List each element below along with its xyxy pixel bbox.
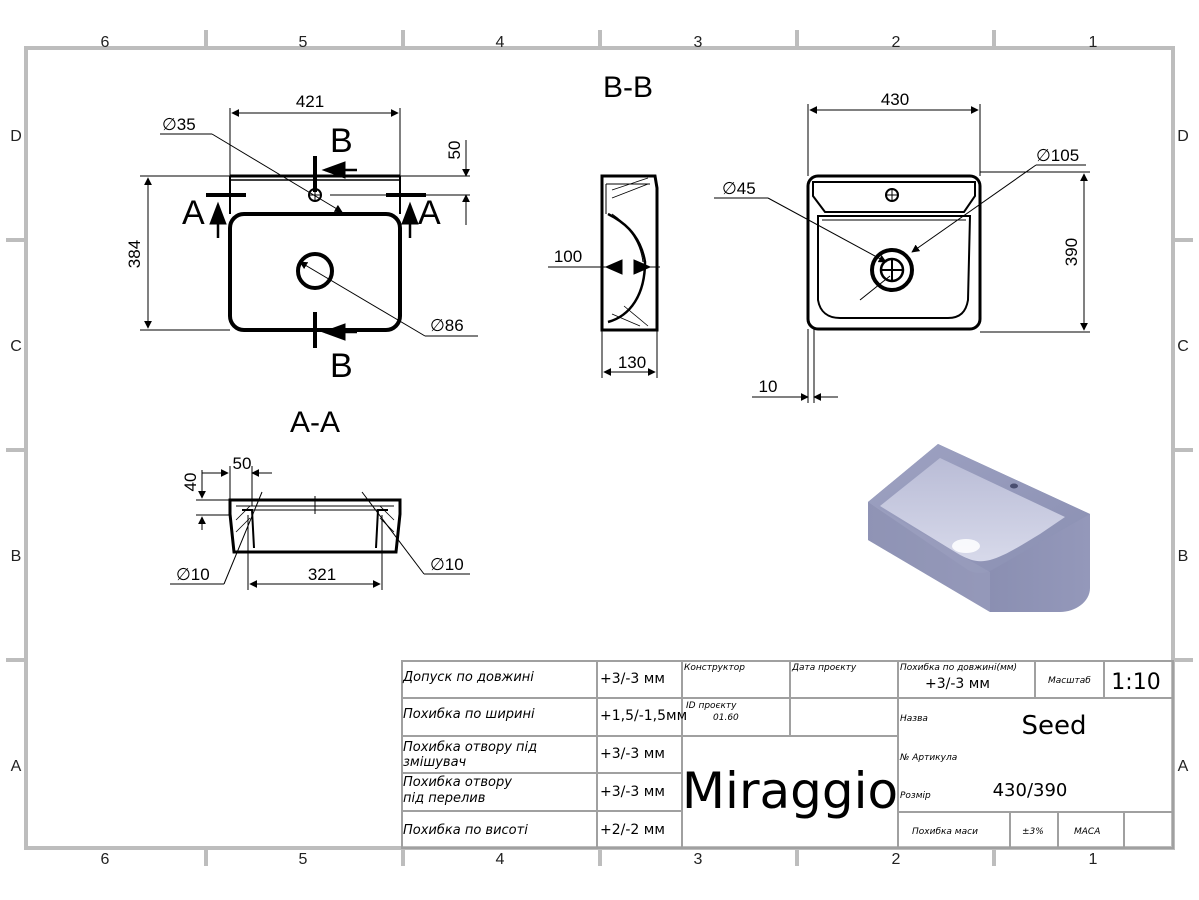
hole-105-label: ∅105 (1036, 146, 1079, 165)
dim-height-bb: 130 (618, 353, 646, 372)
hole-left-label: ∅10 (176, 565, 210, 584)
dim-width-front: 430 (881, 90, 909, 109)
zone-row-label: A (11, 758, 22, 775)
mass-tol-value: ±3% (1022, 827, 1044, 837)
tolerance-value: +2/-2 мм (600, 822, 665, 838)
tolerance-label: під перелив (403, 791, 485, 806)
length-tol-value: +3/-3 мм (925, 676, 990, 692)
zone-col-label: 2 (892, 851, 901, 868)
section-bb-title: B-B (603, 71, 653, 104)
tolerance-value: +3/-3 мм (600, 746, 665, 762)
project-id-label: ID проєкту (686, 701, 737, 711)
tolerance-label: Похибка по висоті (403, 823, 528, 838)
project-id-value: 01.60 (713, 713, 739, 723)
name-label: Назва (900, 714, 928, 724)
tolerance-value: +3/-3 мм (600, 784, 665, 800)
scale-value: 1:10 (1111, 670, 1160, 695)
dim-height-front: 390 (1062, 238, 1081, 266)
zone-row-label: B (11, 548, 22, 565)
tolerance-label: Похибка отвору під (403, 740, 537, 755)
zone-col-label: 4 (496, 851, 505, 868)
zone-row-label: B (1178, 548, 1189, 565)
front-view (714, 104, 1090, 403)
sheet-frame: 6 5 4 3 2 1 6 5 4 3 2 1 D C B A D C B A (6, 30, 1193, 868)
zone-col-label: 5 (299, 851, 308, 868)
zone-col-label: 1 (1089, 851, 1098, 868)
hole-right-label: ∅10 (430, 555, 464, 574)
zone-row-label: D (10, 128, 22, 145)
tolerance-label: змішувач (403, 755, 467, 770)
cut-label-a-left: A (182, 194, 205, 232)
zone-col-label: 5 (299, 34, 308, 51)
zone-col-label: 4 (496, 34, 505, 51)
tolerance-value: +1,5/-1,5мм (600, 708, 687, 724)
dim-height-top: 384 (125, 240, 144, 268)
drain-ring (870, 248, 914, 292)
product-name: Seed (1022, 711, 1087, 741)
zone-col-label: 2 (892, 34, 901, 51)
cut-label-b-bottom: B (330, 347, 353, 385)
size-label: Розмір (900, 791, 931, 801)
cut-label-a-right: A (418, 194, 441, 232)
basin-render (868, 444, 1090, 612)
date-label: Дата проєкту (791, 663, 857, 673)
cut-label-b-top: B (330, 122, 353, 160)
designer-label: Конструктор (684, 663, 745, 673)
dim-offset-top: 50 (445, 141, 464, 160)
hole-45-label: ∅45 (722, 179, 756, 198)
tolerance-label: Похибка по ширині (403, 707, 535, 722)
zone-row-label: C (1177, 338, 1189, 355)
dim-width-top: 421 (296, 92, 324, 111)
mass-label: МАСА (1074, 827, 1100, 837)
section-aa-title: A-A (290, 406, 340, 439)
dim-depth-bb: 100 (554, 247, 582, 266)
scale-label: Масштаб (1048, 676, 1091, 686)
dim-wall-front: 10 (759, 377, 778, 396)
zone-col-label: 6 (101, 34, 110, 51)
article-label: № Артикула (899, 753, 957, 763)
zone-row-label: A (1178, 758, 1189, 775)
zone-col-label: 1 (1089, 34, 1098, 51)
zone-col-label: 6 (101, 851, 110, 868)
dim-inner-aa: 321 (308, 565, 336, 584)
brand-name: Miraggio (682, 762, 898, 820)
length-tol-label: Похибка по довжині(мм) (900, 663, 1017, 673)
zone-col-label: 3 (694, 851, 703, 868)
hole-drain-label: ∅86 (430, 316, 464, 335)
drain-hole (296, 252, 334, 290)
mass-tol-label: Похибка маси (912, 827, 978, 837)
section-aa-view (170, 466, 470, 590)
zone-row-label: D (1177, 128, 1189, 145)
section-bb-view (548, 174, 660, 378)
dim-40-aa: 40 (181, 473, 200, 492)
tolerance-label: Допуск по довжині (402, 670, 534, 685)
hole-small-label: ∅35 (162, 115, 196, 134)
size-value: 430/390 (993, 780, 1068, 801)
zone-row-label: C (10, 338, 22, 355)
tolerance-value: +3/-3 мм (600, 671, 665, 687)
zone-col-label: 3 (694, 34, 703, 51)
dim-50-aa: 50 (233, 454, 252, 473)
title-block (401, 660, 1174, 849)
tolerance-label: Похибка отвору (403, 775, 512, 790)
top-view (140, 108, 478, 348)
